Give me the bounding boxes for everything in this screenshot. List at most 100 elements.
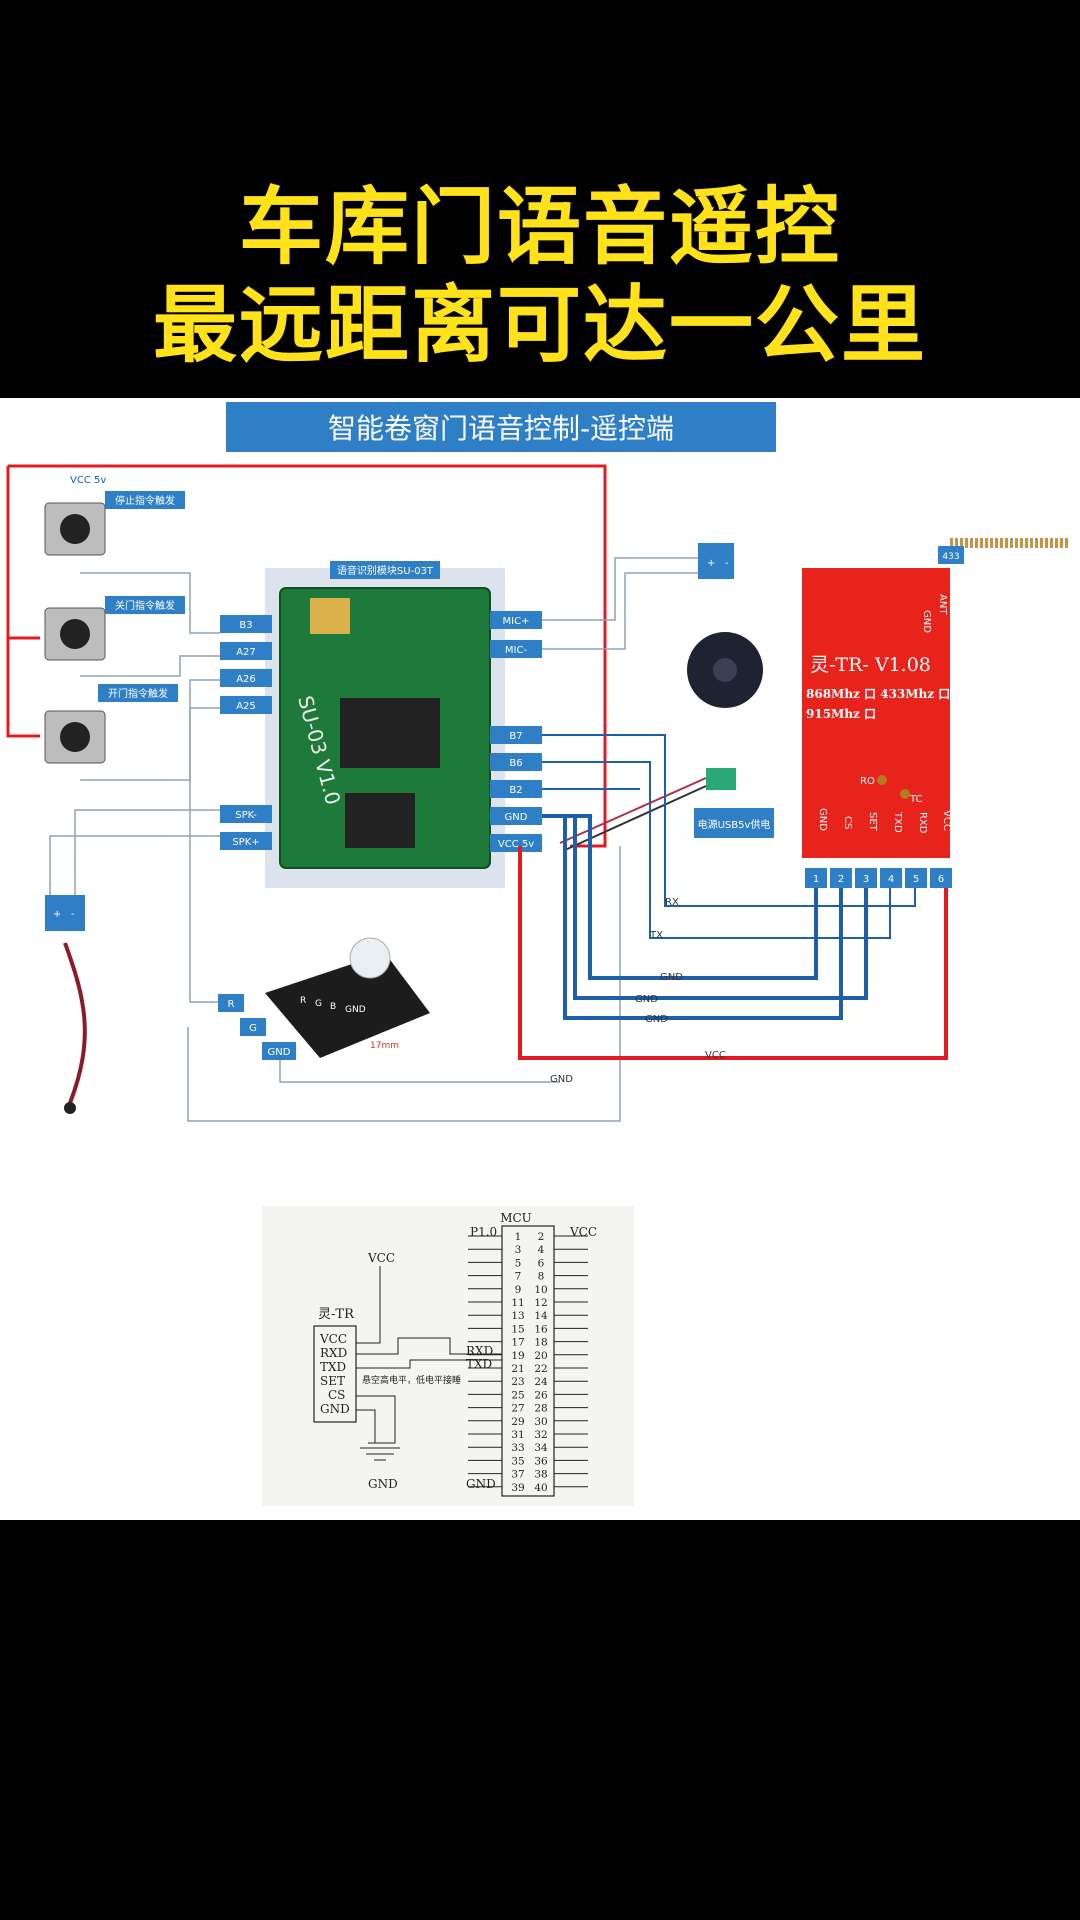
mcu-pin-odd: 35: [511, 1455, 524, 1467]
mcu-pin-even: 26: [534, 1389, 548, 1401]
p10-label: P1.0: [470, 1225, 497, 1239]
mcu-pin-even: 12: [534, 1297, 547, 1309]
pin-mic-plus: MIC+: [503, 616, 530, 627]
mic-plus: +: [53, 909, 61, 920]
mcu-pin-even: 6: [538, 1257, 545, 1269]
mcu-pin-even: 40: [534, 1482, 547, 1494]
mcu-pin-odd: 19: [511, 1350, 524, 1362]
gnd-bottom-sch: GND: [368, 1477, 398, 1491]
svg-text:RXD: RXD: [320, 1346, 347, 1360]
rf-top-gnd: GND: [921, 610, 932, 633]
speaker: + -: [542, 543, 763, 708]
pin-b7: B7: [509, 731, 522, 742]
rf-pin-numbers: 1 2 3 4 5 6: [805, 868, 952, 888]
module-title-box: [330, 561, 440, 579]
schematic-bg: [262, 1206, 634, 1506]
svg-text:VCC: VCC: [319, 1332, 347, 1346]
mcu-pin-even: 28: [534, 1403, 547, 1415]
svg-text:GND: GND: [817, 808, 828, 831]
pin-a27: A27: [236, 647, 256, 658]
gnd-label-low: GND: [550, 1074, 573, 1085]
vcc-loop-wire: [6, 464, 607, 848]
mcu-pin-even: 2: [538, 1231, 545, 1243]
gnd-label-2: GND: [635, 994, 658, 1005]
title-area: 车库门语音遥控 最远距离可达一公里: [0, 0, 1080, 398]
button-stop[interactable]: 停止指令触发: [44, 491, 185, 556]
svg-text:4: 4: [888, 874, 894, 885]
pin-vcc: VCC 5v: [498, 839, 534, 850]
right-pin-labels: MIC+ MIC- B7 B6 B2 GND VCC 5v: [490, 611, 542, 852]
button-signal-wires: [80, 572, 220, 781]
svg-text:VCC: VCC: [941, 810, 952, 831]
svg-text:CS: CS: [842, 816, 853, 829]
gnd-wires: [542, 814, 868, 1020]
svg-text:CS: CS: [328, 1388, 345, 1402]
svg-text:6: 6: [938, 874, 944, 885]
speaker-minus: -: [725, 558, 729, 569]
mcu-pin-even: 14: [534, 1310, 548, 1322]
vcc-right-label: VCC: [569, 1225, 597, 1239]
svg-text:GND: GND: [320, 1402, 350, 1416]
mcu-pin-odd: 39: [511, 1482, 524, 1494]
mcu-pin-even: 22: [534, 1363, 547, 1375]
pin-b6: B6: [509, 758, 522, 769]
mcu-pin-even: 32: [534, 1429, 547, 1441]
led-pin-r: R: [228, 999, 235, 1010]
speaker-plus: +: [707, 558, 715, 569]
mcu-pin-odd: 5: [515, 1257, 522, 1269]
diagram-panel: 智能卷窗门语音控制-遥控端 VCC 5v 停止指令触发 关门指令触发 开门指令触…: [0, 398, 1080, 1520]
mcu-pin-odd: 7: [515, 1271, 522, 1283]
rgb-b: B: [330, 1002, 336, 1012]
rf-title: 灵-TR- V1.08: [810, 654, 931, 676]
mcu-pin-odd: 27: [511, 1403, 524, 1415]
svg-text:RXD: RXD: [917, 812, 928, 834]
pin-mic-minus: MIC-: [505, 645, 528, 656]
mcu-pin-even: 16: [534, 1323, 548, 1335]
button-open-label: 开门指令触发: [108, 687, 168, 700]
pin-gnd: GND: [505, 812, 528, 823]
microphone: + -: [45, 809, 220, 1114]
tx-label: TX: [649, 930, 663, 941]
rf-pin-names: GND CS SET TXD RXD VCC: [817, 808, 952, 834]
mcu-pin-odd: 25: [511, 1389, 524, 1401]
button-open[interactable]: 开门指令触发: [44, 684, 178, 764]
antenna-tag: 433: [942, 552, 959, 562]
banner-text: 智能卷窗门语音控制-遥控端: [328, 412, 674, 445]
svg-text:5: 5: [913, 874, 919, 885]
pin-a26: A26: [236, 674, 256, 685]
title-line-2: 最远距离可达一公里: [152, 276, 927, 374]
mcu-pin-even: 10: [534, 1284, 547, 1296]
schematic: MCU P1.0 VCC VCC 灵-TR VCC RXD TXD SET CS…: [262, 1206, 634, 1506]
txd-label: TXD: [466, 1357, 492, 1371]
module-pin-list: VCC RXD TXD SET CS GND: [319, 1332, 350, 1416]
mcu-pin-even: 38: [534, 1469, 547, 1481]
module-box: [313, 1325, 357, 1423]
bottom-area: [0, 1520, 1080, 1920]
rgb-gnd: GND: [345, 1005, 366, 1015]
pin-spk-minus: SPK-: [235, 810, 257, 821]
rx-tx-wires: [542, 734, 916, 939]
mcu-pin-odd: 31: [511, 1429, 524, 1441]
vcc-top-sch: VCC: [367, 1251, 395, 1265]
gnd-label-1: GND: [660, 972, 683, 983]
schematic-wires: [356, 1266, 502, 1461]
rf-freq-1: 868Mhz 口 433Mhz 口: [806, 687, 950, 701]
mcu-box: [501, 1225, 555, 1497]
rf-top-ant: ANT: [937, 594, 948, 615]
crystal: [310, 598, 350, 634]
mcu-pin-odd: 21: [511, 1363, 524, 1375]
vcc-wire: [518, 846, 948, 1060]
button-stop-label: 停止指令触发: [115, 494, 175, 507]
usb-power: 电源USB5v供电: [559, 768, 774, 851]
led-pin-g: G: [249, 1023, 257, 1034]
button-close[interactable]: 关门指令触发: [44, 596, 185, 661]
mcu-label: MCU: [500, 1211, 532, 1225]
gnd-label-3: GND: [645, 1014, 668, 1025]
wiring-diagram: 智能卷窗门语音控制-遥控端 VCC 5v 停止指令触发 关门指令触发 开门指令触…: [6, 402, 1070, 1506]
rgb-g: G: [315, 999, 322, 1009]
mcu-pin-even: 36: [534, 1455, 548, 1467]
mcu-pin-even: 18: [534, 1337, 547, 1349]
pin-b2: B2: [509, 785, 522, 796]
mcu-pin-odd: 1: [515, 1231, 522, 1243]
